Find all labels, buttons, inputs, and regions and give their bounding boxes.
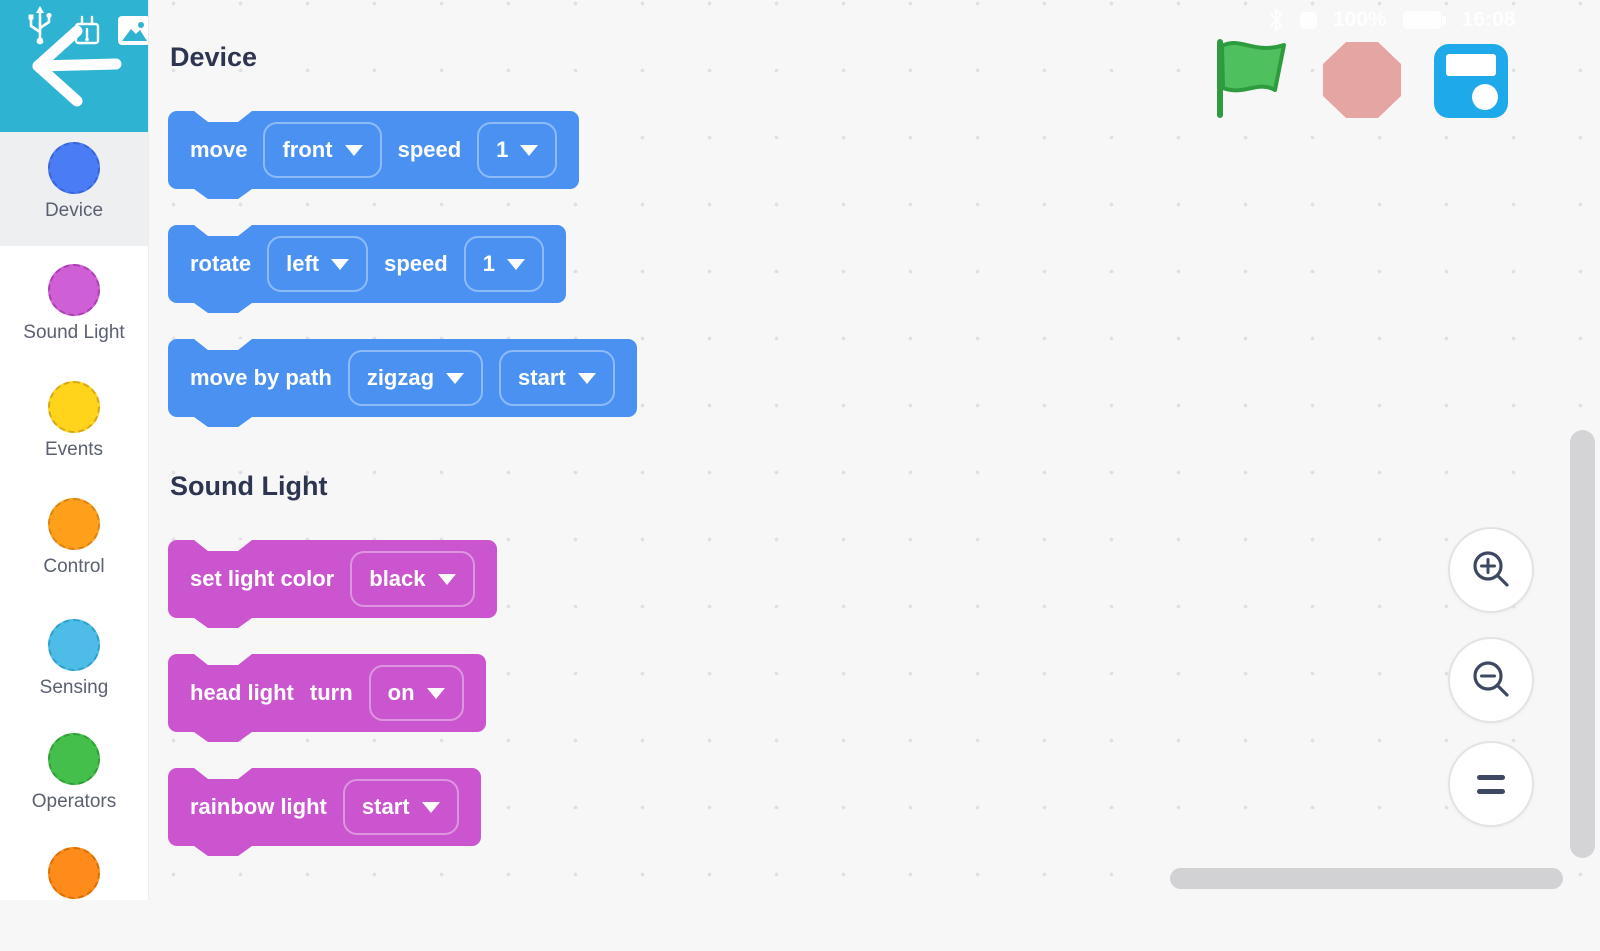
- block-dropdown-black[interactable]: black: [350, 551, 475, 607]
- block-label: rotate: [190, 251, 252, 276]
- usb-icon: [28, 6, 52, 45]
- section-title: Device: [170, 42, 258, 72]
- category-label: Sensing: [39, 677, 109, 698]
- magnifier-minus-icon: [1473, 661, 1509, 697]
- chevron-down-icon: [577, 372, 596, 384]
- category-label: Device: [44, 200, 104, 221]
- dropdown-value: left: [286, 251, 320, 276]
- block-dropdown-1[interactable]: 1: [477, 122, 558, 178]
- back-button[interactable]: [0, 0, 148, 132]
- code-block[interactable]: head light turn on: [168, 654, 486, 732]
- category-circle-icon: [48, 142, 100, 194]
- zoom-reset-button[interactable]: [1448, 741, 1534, 827]
- code-block[interactable]: move by path zigzag start: [168, 339, 637, 417]
- dropdown-value: start: [361, 794, 410, 819]
- dropdown-value: 1: [482, 251, 495, 276]
- block-label: move by path: [190, 365, 332, 390]
- green-flag-icon: [1217, 39, 1286, 118]
- category-label: Operators: [31, 791, 117, 812]
- chevron-down-icon: [506, 258, 525, 270]
- block-dropdown-1[interactable]: 1: [463, 236, 544, 292]
- sidebar-item-partial[interactable]: [0, 837, 148, 951]
- palette-section-sound-light: Sound Light set light color black head ligh…: [168, 471, 1600, 846]
- chevron-down-icon: [426, 687, 445, 699]
- stop-octagon-icon: [1323, 42, 1401, 118]
- sidebar-item-operators[interactable]: Operators: [0, 723, 148, 837]
- dropdown-value: black: [369, 566, 426, 591]
- chevron-down-icon: [421, 801, 440, 813]
- block-dropdown-front[interactable]: front: [263, 122, 382, 178]
- category-label: Control: [43, 556, 105, 577]
- code-block[interactable]: move front speed 1: [168, 111, 580, 189]
- category-label: Events: [44, 439, 104, 460]
- sidebar-item-sensing[interactable]: Sensing: [0, 609, 148, 723]
- category-circle-icon: [48, 498, 100, 550]
- horizontal-scrollbar[interactable]: [1170, 868, 1563, 889]
- zoom-in-button[interactable]: [1448, 527, 1534, 613]
- app-icon: [1300, 11, 1317, 29]
- sidebar-item-sound-light[interactable]: Sound Light: [0, 254, 148, 368]
- save-button[interactable]: [1434, 44, 1508, 118]
- battery-icon: [1402, 11, 1446, 29]
- sidebar-item-device[interactable]: Device: [0, 132, 148, 246]
- block-dropdown-zigzag[interactable]: zigzag: [347, 350, 484, 406]
- zoom-out-button[interactable]: [1448, 637, 1534, 723]
- block-label: rainbow light: [190, 794, 327, 819]
- battery-percent: 100%: [1333, 8, 1387, 31]
- category-circle-icon: [48, 381, 100, 433]
- save-icon: [1446, 54, 1496, 76]
- equals-icon: [1477, 774, 1505, 794]
- block-dropdown-left[interactable]: left: [267, 236, 369, 292]
- block-dropdown-on[interactable]: on: [368, 665, 464, 721]
- chevron-down-icon: [446, 372, 465, 384]
- block-dropdown-start[interactable]: start: [499, 350, 615, 406]
- dropdown-value: 1: [496, 137, 509, 162]
- sidebar-item-events[interactable]: Events: [0, 371, 148, 485]
- bluetooth-icon: [1270, 9, 1282, 31]
- chevron-down-icon: [520, 144, 539, 156]
- block-label: speed: [397, 137, 462, 162]
- dropdown-value: start: [518, 365, 566, 390]
- magnifier-plus-icon: [1473, 551, 1509, 587]
- block-label: speed: [384, 251, 448, 276]
- sidebar-item-control[interactable]: Control: [0, 488, 148, 602]
- code-block[interactable]: rotate left speed 1: [168, 225, 566, 303]
- stop-button[interactable]: [1320, 40, 1404, 120]
- back-arrow-icon: [28, 6, 148, 107]
- chevron-down-icon: [344, 144, 363, 156]
- block-label: turn: [309, 680, 353, 705]
- image-icon: [118, 16, 148, 45]
- category-circle-icon: [48, 847, 100, 899]
- dropdown-value: zigzag: [366, 365, 435, 390]
- green-flag-button[interactable]: [1208, 36, 1296, 120]
- category-circle-icon: [48, 733, 100, 785]
- dropdown-value: front: [282, 137, 333, 162]
- chevron-down-icon: [437, 573, 456, 585]
- section-title: Sound Light: [170, 471, 328, 501]
- block-label: head light: [190, 680, 294, 705]
- code-block[interactable]: set light color black: [168, 540, 497, 618]
- chevron-down-icon: [331, 258, 350, 270]
- block-label: set light color: [190, 566, 335, 591]
- vertical-scrollbar[interactable]: [1570, 430, 1595, 858]
- block-label: move: [190, 137, 248, 162]
- code-block[interactable]: rainbow light start: [168, 768, 481, 846]
- android-status-bar: 100% 16:08: [1268, 8, 1515, 32]
- category-circle-icon: [48, 264, 100, 316]
- block-dropdown-start[interactable]: start: [342, 779, 459, 835]
- dropdown-value: on: [387, 680, 415, 705]
- category-circle-icon: [48, 619, 100, 671]
- clock-time: 16:08: [1461, 8, 1516, 31]
- category-label: Sound Light: [23, 322, 125, 343]
